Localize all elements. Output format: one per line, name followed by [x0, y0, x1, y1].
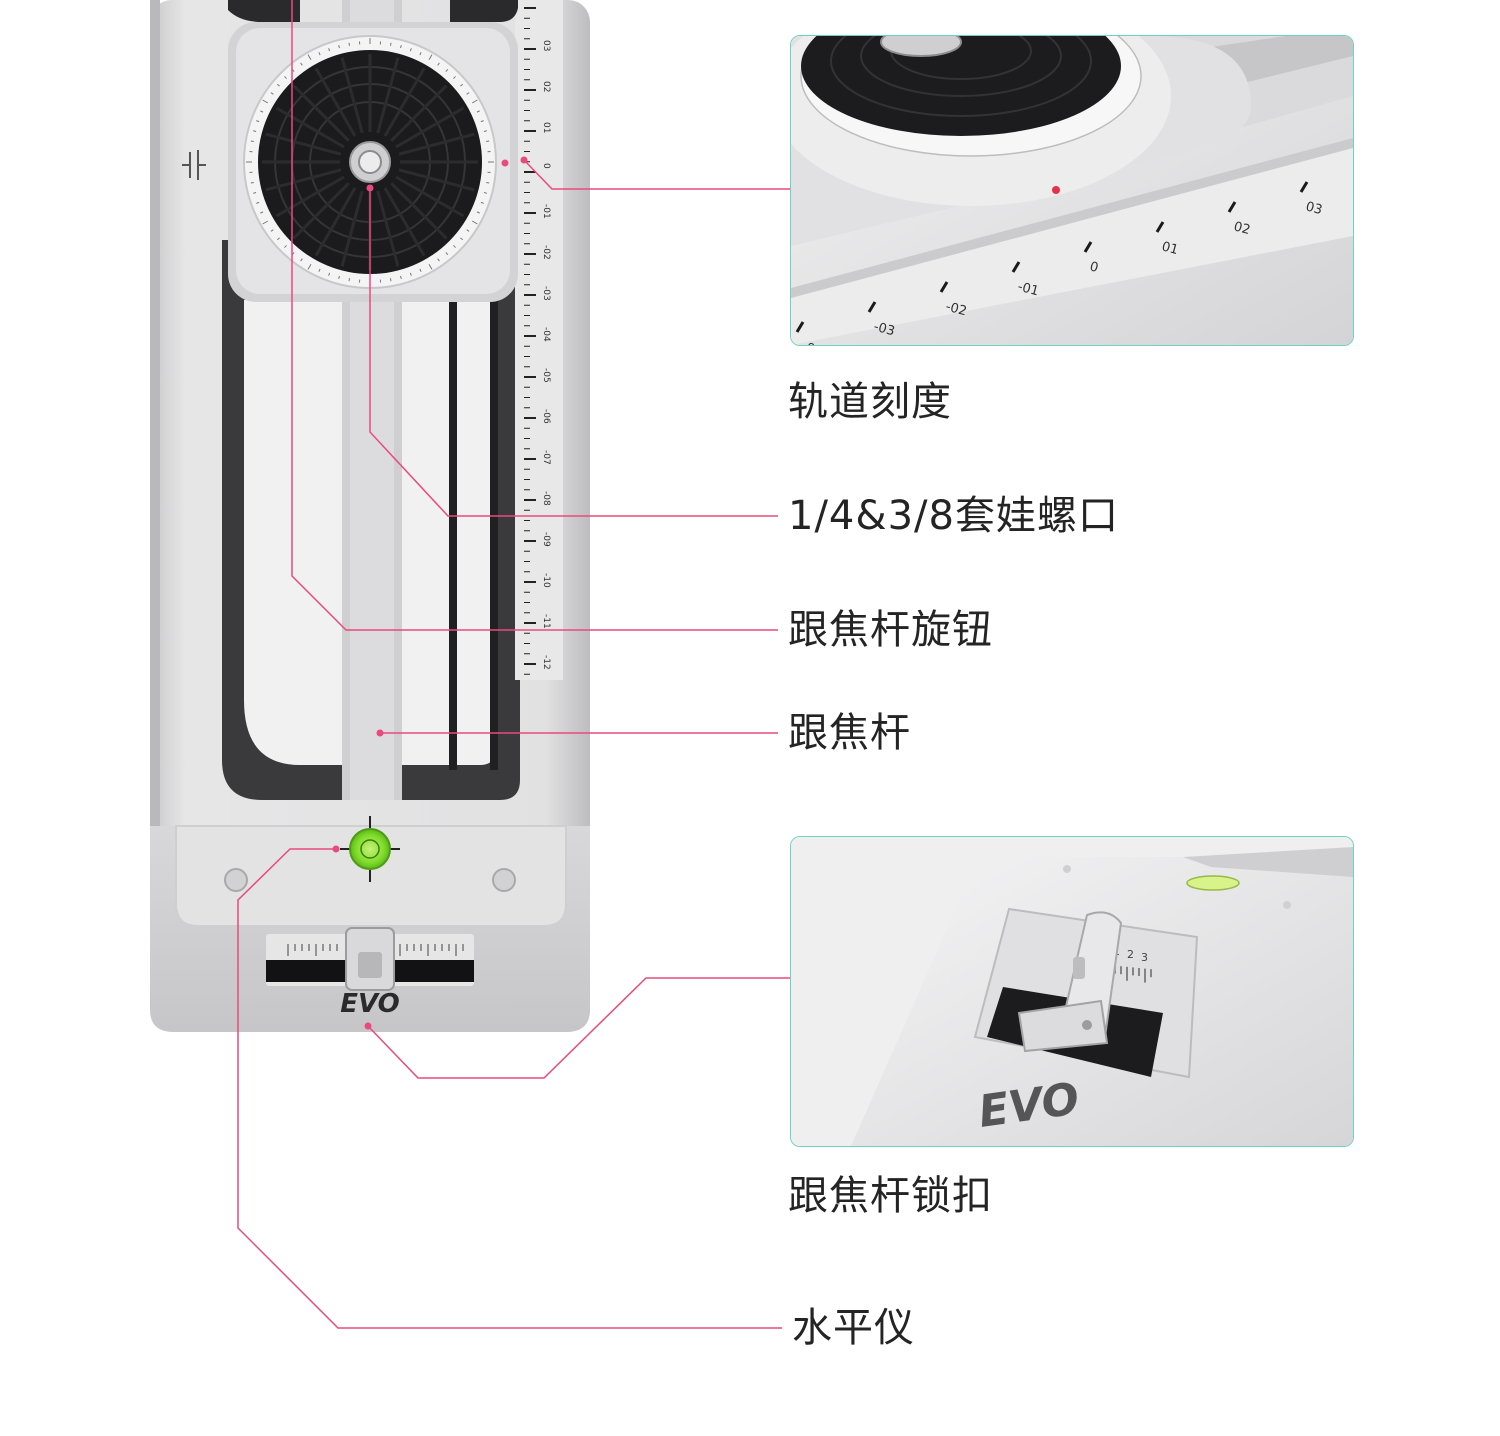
- detail-scale-label: -04: [800, 339, 824, 345]
- focus-rod-lock-closeup: 1 2 3 EVO: [791, 837, 1353, 1146]
- detail-scale-tick: [1155, 221, 1165, 233]
- detail-scale-tick: [1011, 261, 1021, 273]
- detail-scale-label: -03: [872, 319, 896, 339]
- rail-scale-label: -10: [541, 573, 551, 588]
- svg-text:2: 2: [1127, 948, 1134, 961]
- rail-scale-label: -05: [541, 368, 551, 383]
- detail-scale-label: 0: [1088, 259, 1100, 276]
- rail-scale-label: -07: [541, 450, 551, 465]
- callout-focus-rod-lock: 跟焦杆锁扣: [788, 1173, 993, 1219]
- svg-text:3: 3: [1141, 951, 1148, 964]
- rail-scale-label: -08: [541, 491, 551, 506]
- rail-scale-label: -03: [541, 286, 551, 301]
- callout-focus-rod: 跟焦杆: [788, 710, 911, 756]
- detail-scale-label: 01: [1160, 239, 1180, 258]
- evo-logo: EVO: [340, 989, 400, 1019]
- detail-scale-label: 02: [1232, 219, 1252, 238]
- detail-scale-label: 03: [1304, 199, 1324, 218]
- callout-bubble-level: 水平仪: [792, 1305, 915, 1351]
- callout-screw-mount: 1/4&3/8套娃螺口: [788, 493, 1119, 539]
- detail-scale-label: -01: [1016, 279, 1040, 299]
- rail-scale-label: -01: [541, 204, 551, 219]
- bubble-level-vial: [349, 828, 391, 870]
- rail-scale-label: 0: [541, 163, 551, 169]
- slider-rail-illustration: 03 02 01 0 -01 -02 -03 -04 -05 -06 -07 -08 -09 -10 -11…: [150, 0, 590, 1032]
- detail-scale-tick: [1083, 241, 1093, 253]
- rail-scale-label: -12: [541, 655, 551, 670]
- product-rail-image: 03 02 01 0 -01 -02 -03 -04 -05 -06 -07 -08 -09 -10 -11…: [0, 0, 620, 1060]
- detail-rail-scale-photo: -04 -03 -02 -01 0 01 02 03: [790, 35, 1354, 346]
- rail-scale-label: 03: [541, 40, 551, 51]
- detail-scale-tick: [795, 321, 805, 333]
- detail-scale-tick: [1299, 181, 1309, 193]
- detail-scale-tick: [867, 301, 877, 313]
- rail-scale-label: -04: [541, 327, 551, 342]
- detail-scale-label: -02: [944, 299, 968, 319]
- rail-scale-label: -02: [541, 245, 551, 260]
- rail-scale-label: -09: [541, 532, 551, 547]
- detail-scale-tick: [1227, 201, 1237, 213]
- rail-scale-label: 01: [541, 122, 551, 133]
- rail-scale-label: -11: [541, 614, 551, 629]
- rail-scale-closeup: -04 -03 -02 -01 0 01 02 03: [791, 36, 1353, 345]
- detail-scale-tick: [939, 281, 949, 293]
- rail-scale-label: -06: [541, 409, 551, 424]
- detail-focus-rod-lock-photo: 1 2 3 EVO: [790, 836, 1354, 1147]
- callout-rail-scale: 轨道刻度: [788, 379, 952, 425]
- callout-focus-rod-knob: 跟焦杆旋钮: [788, 607, 993, 653]
- rail-scale-label: 02: [541, 81, 551, 92]
